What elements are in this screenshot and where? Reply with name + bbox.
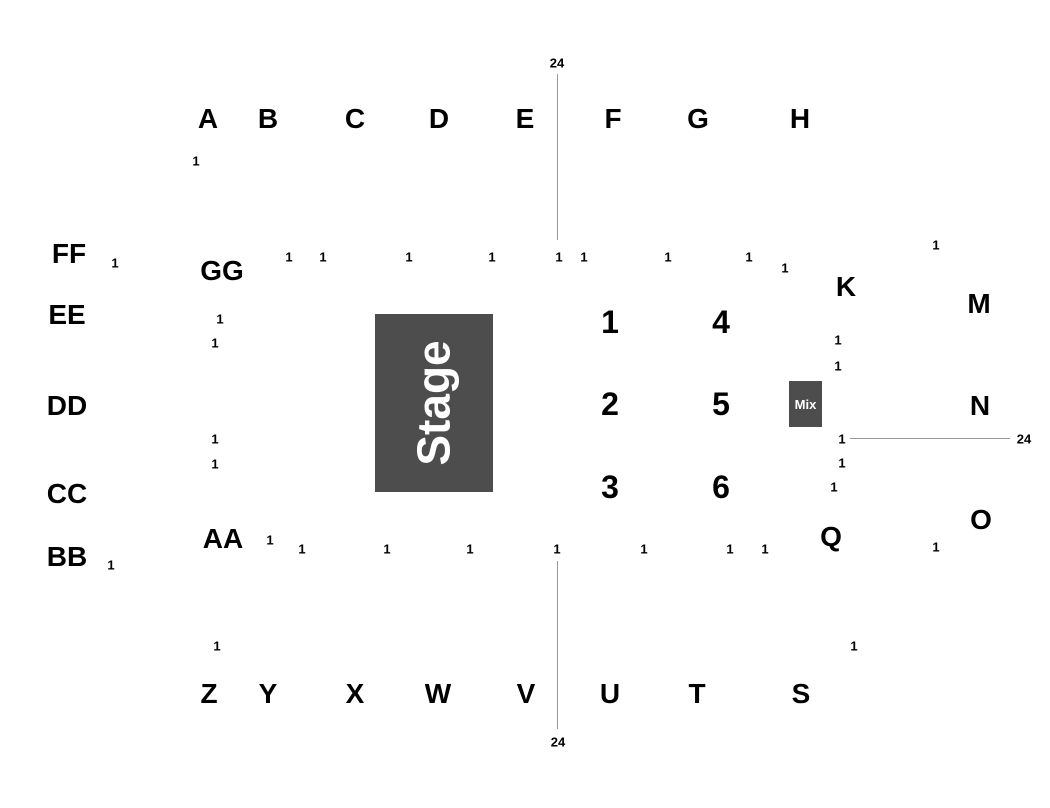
section-w[interactable]: W (424, 678, 452, 709)
seat-marker: 1 (405, 249, 413, 265)
floor-section-6[interactable]: 6 (712, 469, 730, 505)
section-v[interactable]: V (516, 678, 536, 709)
seat-marker: 1 (834, 358, 842, 374)
section-s[interactable]: S (791, 678, 811, 709)
seat-marker: 1 (553, 541, 561, 557)
stage: Stage (375, 314, 493, 492)
divider-bottom (557, 561, 558, 729)
seat-marker: 1 (111, 255, 119, 271)
floor-section-3[interactable]: 3 (601, 469, 619, 505)
floor-section-5[interactable]: 5 (712, 386, 730, 422)
stage-label: Stage (408, 340, 461, 466)
section-h[interactable]: H (789, 103, 811, 134)
section-o[interactable]: O (970, 504, 992, 535)
section-y[interactable]: Y (258, 678, 278, 709)
seat-marker: 1 (383, 541, 391, 557)
seat-marker: 1 (850, 638, 858, 654)
floor-section-1[interactable]: 1 (601, 304, 619, 340)
seat-marker: 1 (466, 541, 474, 557)
section-t[interactable]: T (688, 678, 706, 709)
section-q[interactable]: Q (820, 521, 842, 552)
seat-marker: 1 (834, 332, 842, 348)
seat-marker: 1 (761, 541, 769, 557)
section-d[interactable]: D (428, 103, 450, 134)
section-f[interactable]: F (604, 103, 622, 134)
seat-marker: 1 (192, 153, 200, 169)
seat-marker: 1 (580, 249, 588, 265)
seat-marker: 1 (640, 541, 648, 557)
divider-top (557, 74, 558, 240)
section-ff[interactable]: FF (51, 238, 87, 269)
section-k[interactable]: K (835, 271, 857, 302)
mix-label: Mix (794, 396, 817, 412)
seat-marker: 1 (745, 249, 753, 265)
mix-position: Mix (789, 381, 822, 427)
seat-marker: 1 (266, 532, 274, 548)
seat-marker: 1 (211, 431, 219, 447)
seat-marker: 1 (932, 539, 940, 555)
section-a[interactable]: A (197, 103, 219, 134)
section-dd[interactable]: DD (46, 390, 88, 421)
divider-right (850, 438, 1010, 439)
section-g[interactable]: G (687, 103, 709, 134)
section-z[interactable]: Z (200, 678, 218, 709)
seat-marker: 1 (932, 237, 940, 253)
seat-marker: 1 (830, 479, 838, 495)
floor-section-4[interactable]: 4 (712, 304, 730, 340)
seat-marker: 1 (781, 260, 789, 276)
section-ee[interactable]: EE (48, 299, 86, 330)
seat-marker: 1 (107, 557, 115, 573)
seat-marker: 1 (488, 249, 496, 265)
row-end-marker: 24 (1016, 431, 1032, 447)
seat-marker: 1 (555, 249, 563, 265)
seat-marker: 1 (211, 456, 219, 472)
row-end-marker: 24 (549, 55, 565, 71)
section-m[interactable]: M (967, 288, 991, 319)
seat-marker: 1 (664, 249, 672, 265)
section-bb[interactable]: BB (46, 541, 88, 572)
section-e[interactable]: E (515, 103, 535, 134)
section-aa[interactable]: AA (202, 523, 244, 554)
section-n[interactable]: N (969, 390, 991, 421)
floor-section-2[interactable]: 2 (601, 386, 619, 422)
seat-marker: 1 (216, 311, 224, 327)
seat-marker: 1 (213, 638, 221, 654)
section-u[interactable]: U (599, 678, 621, 709)
seat-marker: 1 (838, 431, 846, 447)
section-b[interactable]: B (257, 103, 279, 134)
seat-marker: 1 (285, 249, 293, 265)
section-x[interactable]: X (345, 678, 365, 709)
seat-marker: 1 (319, 249, 327, 265)
seat-marker: 1 (726, 541, 734, 557)
seat-marker: 1 (838, 455, 846, 471)
seat-marker: 1 (211, 335, 219, 351)
row-end-marker: 24 (550, 734, 566, 750)
seat-marker: 1 (298, 541, 306, 557)
section-gg[interactable]: GG (200, 255, 244, 286)
section-c[interactable]: C (344, 103, 366, 134)
section-cc[interactable]: CC (46, 478, 88, 509)
